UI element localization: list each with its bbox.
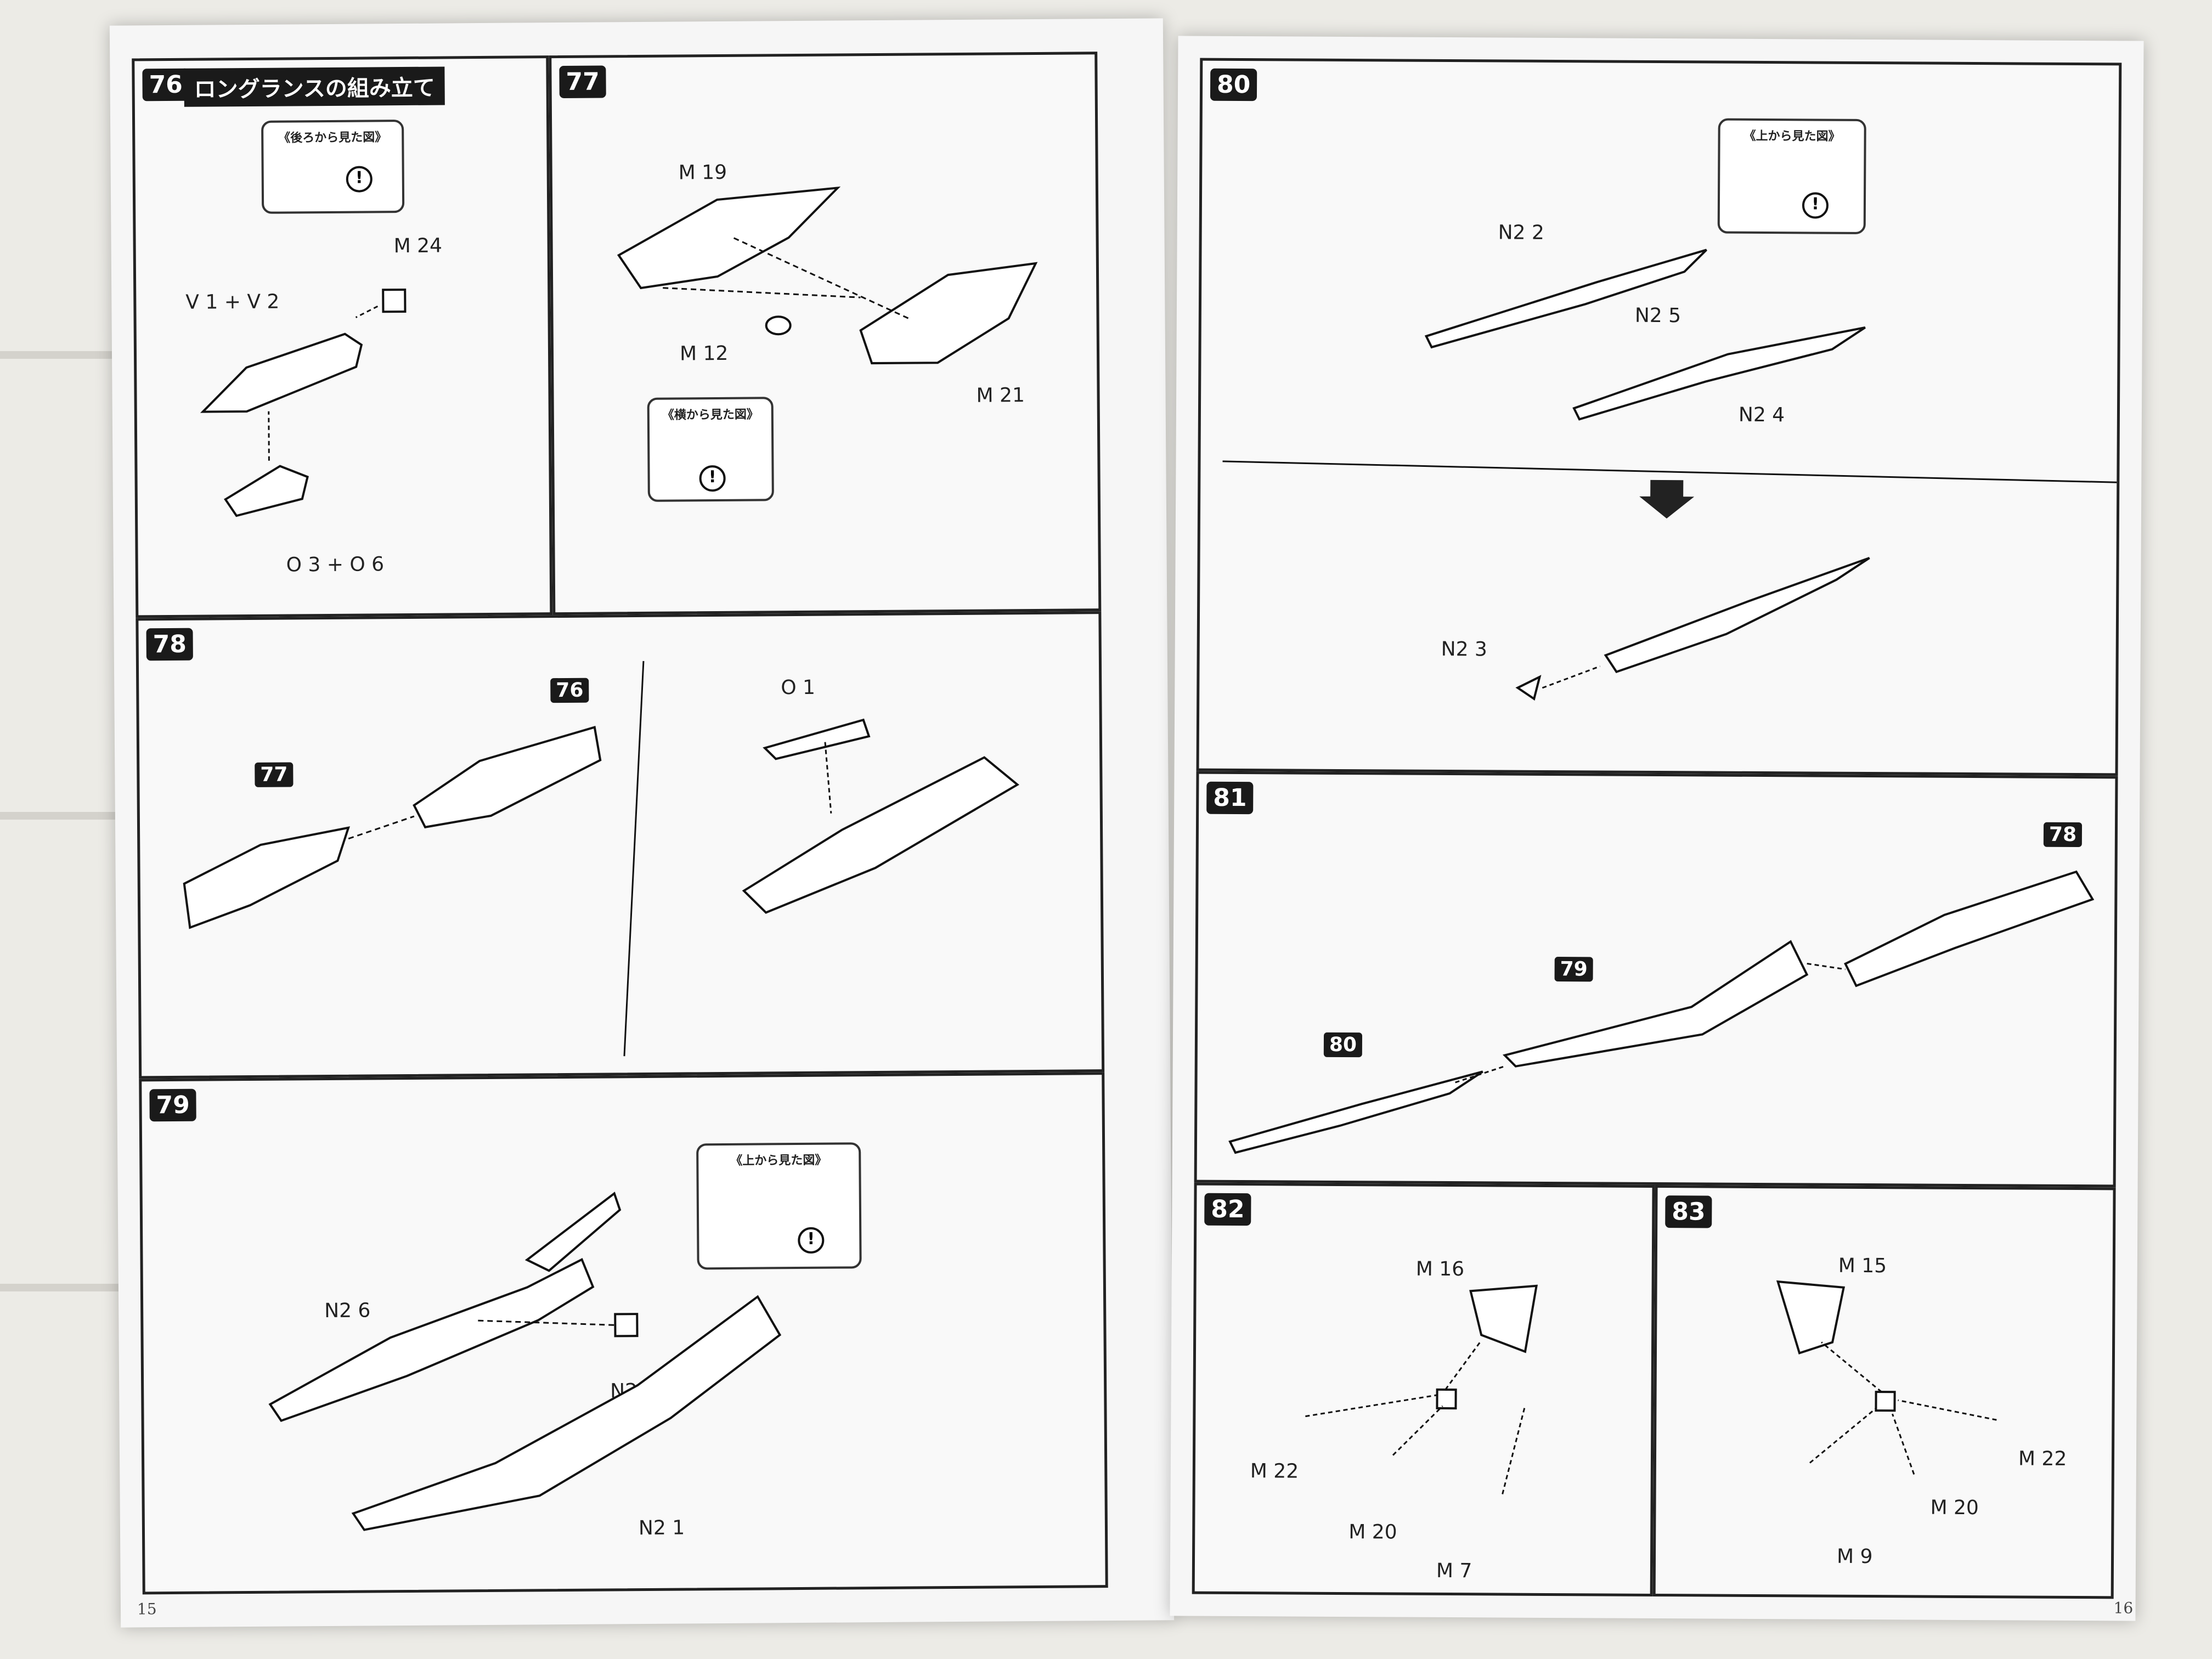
lance-grip-drawing — [268, 1192, 782, 1531]
step-79-panel: 79 《上から見た図》 ! N2 6 N2 13 N2 1 — [139, 1072, 1108, 1595]
lance-final-assembly-drawing — [1228, 870, 2095, 1154]
step-77-panel: 77 M 19 M 12 M 21 《横から見た図》 ! — [549, 52, 1102, 616]
fin-assembly-drawing — [1776, 1280, 1997, 1475]
page-number: 15 — [137, 1600, 157, 1618]
step-78-panel: 78 76 77 O 1 — [136, 611, 1105, 1079]
manual-left-page: 76 ロングランスの組み立て 《後ろから見た図》 ! M 24 V 1 + V … — [109, 18, 1175, 1628]
step-81-panel: 81 78 79 80 — [1194, 771, 2118, 1188]
lance-blade-drawing — [1222, 249, 2122, 701]
lance-body-parts-drawing — [617, 186, 1038, 365]
step-82-panel: 82 M 16 M 22 M 20 M 7 — [1192, 1182, 1655, 1596]
lance-join-drawing — [183, 661, 1020, 1057]
step-80-panel: 80 《上から見た図》 ! N2 2 N2 5 N2 4 N2 3 — [1196, 58, 2122, 776]
step-83-panel: 83 M 15 M 22 M 20 M 9 — [1652, 1184, 2116, 1599]
fin-assembly-drawing — [1305, 1284, 1538, 1494]
step-76-panel: 76 ロングランスの組み立て 《後ろから見た図》 ! M 24 V 1 + V … — [132, 55, 553, 618]
page-number: 16 — [2113, 1599, 2134, 1617]
manual-right-page: 80 《上から見た図》 ! N2 2 N2 5 N2 4 N2 3 81 78 … — [1170, 36, 2144, 1621]
lance-rear-part-drawing — [200, 288, 407, 517]
